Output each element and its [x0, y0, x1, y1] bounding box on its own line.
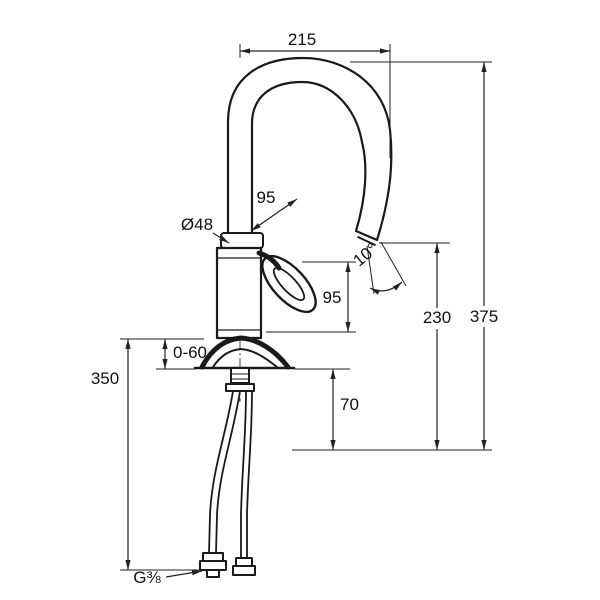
body-cap [220, 232, 264, 249]
hose-right-edge [246, 390, 253, 559]
hose-fitting-right [235, 557, 253, 567]
hose-fitting-left [202, 552, 224, 562]
angle-ref-line [380, 241, 407, 287]
dim-deck-thickness-label: 0-60 [173, 343, 207, 362]
dim-body-diameter-label: Ø48 [181, 215, 213, 234]
dim-outlet-height-label: 230 [423, 308, 451, 327]
label-backing [465, 306, 503, 327]
base-escutcheon-outer [199, 335, 291, 370]
hose-fitting-left-tip [206, 569, 220, 578]
dim-base-to-plane-label: 70 [340, 395, 359, 414]
shank-nut [225, 383, 255, 392]
base-escutcheon-inner [212, 348, 278, 368]
dim-thread-label: G⅜ [133, 568, 161, 587]
hose-fitting-left-nut [199, 560, 227, 571]
body-column [215, 246, 263, 340]
hose-left-edge [215, 390, 241, 554]
lever-handle [261, 254, 317, 314]
handle-loop-inner [272, 267, 306, 301]
spout-outline [226, 56, 393, 246]
dimension-group: 215 375 230 70 350 0-60 Ø48 95 [91, 30, 503, 587]
angle-arc [369, 281, 403, 295]
dim-total-height-label: 375 [470, 307, 498, 326]
hose-right-edge [240, 390, 247, 559]
dim-hose-length-label: 350 [91, 369, 119, 388]
dim-handle-clearance-label: 95 [323, 288, 342, 307]
leader-body-diameter [212, 232, 230, 244]
dim-projection-label: 215 [288, 30, 316, 49]
handle-loop-outer [261, 254, 317, 314]
shank [230, 367, 250, 384]
handle-pivot [256, 250, 282, 271]
dim-line-upper-clearance [250, 198, 298, 232]
hose-left-edge [208, 390, 234, 554]
dim-spout-angle-label: 10° [350, 239, 382, 270]
dim-upper-clearance-label: 95 [257, 188, 276, 207]
leader-thread [165, 570, 203, 578]
hose-fitting-right-nut [232, 565, 256, 576]
aerator-line [357, 236, 376, 246]
label-backing [418, 308, 456, 329]
faucet-outline-group [193, 56, 393, 578]
